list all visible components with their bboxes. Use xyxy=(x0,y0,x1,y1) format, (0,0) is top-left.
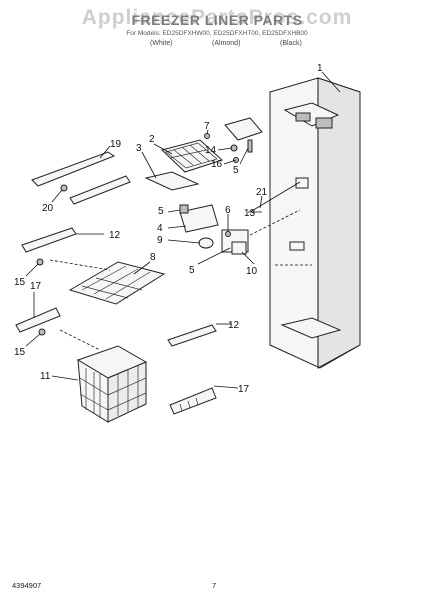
watermark: AppliancePartsPros.com xyxy=(81,6,353,29)
callout-15-upper: 15 xyxy=(14,277,26,288)
callout-13: 13 xyxy=(244,208,256,219)
callout-16: 16 xyxy=(211,159,223,170)
document-number: 4394907 xyxy=(12,581,42,590)
wire-shelf xyxy=(68,261,166,305)
callout-3: 3 xyxy=(136,143,142,154)
wire-basket xyxy=(76,345,148,423)
callout-5-lower: 5 xyxy=(189,265,195,276)
model-list: For Models: ED25DFXHW00, ED25DFXHT00, ED… xyxy=(126,30,308,37)
ice-bracket xyxy=(204,117,263,163)
shelf-support-left xyxy=(21,227,77,266)
callout-12-upper: 12 xyxy=(109,230,121,241)
callout-7: 7 xyxy=(204,121,210,132)
callout-17-right: 17 xyxy=(238,384,250,395)
leader-lines xyxy=(25,71,341,389)
ice-tray xyxy=(161,139,223,173)
shelf-support-right xyxy=(167,324,217,347)
callout-8: 8 xyxy=(150,252,156,263)
callout-5-top: 5 xyxy=(233,165,239,176)
callout-20: 20 xyxy=(42,203,54,214)
lamp-assembly xyxy=(179,181,301,255)
callout-1: 1 xyxy=(317,63,323,74)
callout-labels: 1 2 3 7 14 16 5 19 20 21 13 5 6 4 9 10 5… xyxy=(14,63,323,395)
callout-4: 4 xyxy=(157,223,163,234)
trim-rails xyxy=(31,151,131,205)
callout-9: 9 xyxy=(157,235,163,246)
basket-trim xyxy=(169,387,217,415)
callout-15-lower: 15 xyxy=(14,347,26,358)
page-title: FREEZER LINER PARTS xyxy=(131,12,303,28)
basket-support-left xyxy=(15,307,61,336)
callout-12-lower: 12 xyxy=(228,320,240,331)
variant-black: (Black) xyxy=(280,40,302,47)
page-number: 7 xyxy=(212,581,217,590)
callout-10: 10 xyxy=(246,266,258,277)
callout-19: 19 xyxy=(110,139,122,150)
callout-17-left: 17 xyxy=(30,281,42,292)
freezer-liner xyxy=(269,77,361,369)
variant-almond: (Almond) xyxy=(212,40,241,47)
callout-14: 14 xyxy=(205,145,217,156)
callout-5-middle: 5 xyxy=(158,206,164,217)
callout-2: 2 xyxy=(149,134,155,145)
callout-11: 11 xyxy=(40,371,51,382)
callout-6: 6 xyxy=(225,205,231,216)
variant-white: (White) xyxy=(150,40,173,47)
callout-21: 21 xyxy=(256,187,268,198)
tray-shelf xyxy=(144,171,200,191)
